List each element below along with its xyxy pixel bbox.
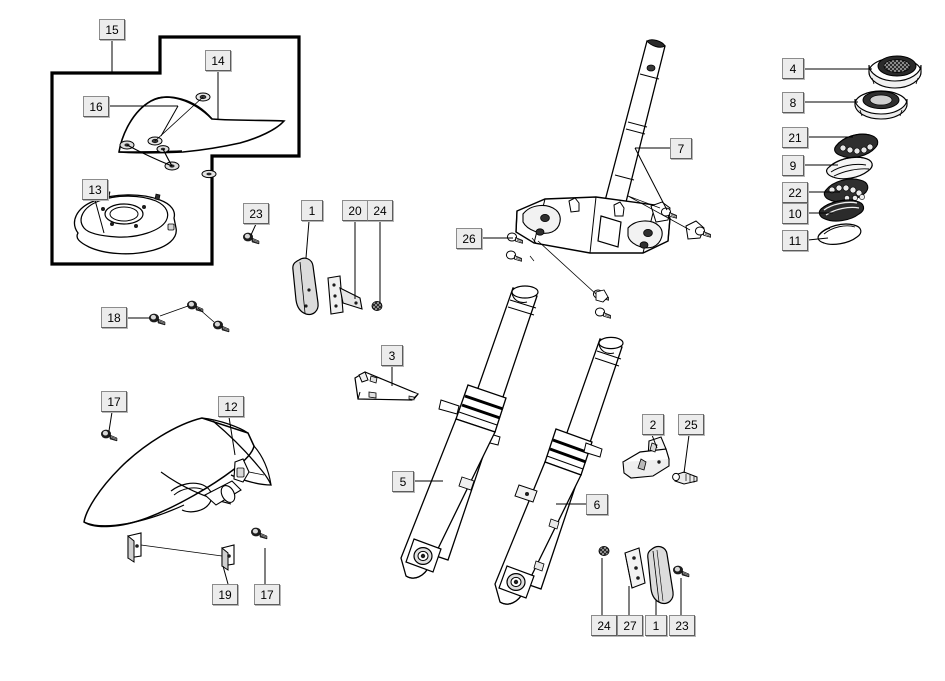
part-9-outer-race-upper [826, 156, 873, 180]
callout-label: 9 [789, 158, 797, 173]
callout-label: 25 [684, 417, 698, 432]
callout-label: 27 [623, 618, 637, 633]
callout-5-fork-leg-left[interactable]: 5 [392, 471, 414, 492]
callout-label: 12 [224, 399, 238, 414]
callout-label: 19 [218, 587, 232, 602]
part-25-screw [672, 471, 698, 485]
part-triple-clamp [515, 196, 671, 254]
callout-8-bearing-adjuster[interactable]: 8 [782, 92, 804, 113]
callout-label: 21 [788, 130, 802, 145]
callout-7-steering-stem[interactable]: 7 [670, 138, 692, 159]
callout-9-outer-race-upper[interactable]: 9 [782, 155, 804, 176]
callout-19-fender-bracket[interactable]: 19 [212, 584, 238, 605]
callout-label: 26 [462, 231, 476, 246]
part-8-bearing-adjuster [854, 90, 908, 120]
callout-label: 2 [649, 417, 657, 432]
callout-15-headlight-group[interactable]: 15 [99, 19, 125, 40]
part-26-clamp-bolts [505, 232, 611, 319]
callout-label: 18 [107, 310, 121, 325]
part-14-windscreen [118, 96, 286, 179]
callout-24-nut-lower[interactable]: 24 [591, 615, 617, 636]
part-23-screw-lower [672, 565, 690, 578]
callout-label: 14 [211, 53, 225, 68]
callout-label: 17 [260, 587, 274, 602]
callout-17-bolt-upper[interactable]: 17 [101, 391, 127, 412]
part-18-bolt-set [148, 300, 230, 333]
callout-22-ball-race-lower[interactable]: 22 [782, 182, 808, 203]
callout-3-fender-stay[interactable]: 3 [381, 345, 403, 366]
callout-label: 1 [652, 618, 660, 633]
callout-label: 8 [789, 95, 797, 110]
callout-16-grommet[interactable]: 16 [83, 96, 109, 117]
callout-label: 16 [89, 99, 103, 114]
part-19-fender-brackets [127, 532, 235, 571]
part-27-reflector-bracket [624, 547, 646, 589]
part-1-reflector-right [647, 545, 674, 605]
callout-17-bolt-lower[interactable]: 17 [254, 584, 280, 605]
part-12-front-fender [83, 417, 272, 528]
part-11-dust-seal [817, 223, 862, 245]
callout-26-clamp-bolt[interactable]: 26 [456, 228, 482, 249]
callout-20-bracket[interactable]: 20 [342, 200, 368, 221]
callout-2-cable-guide[interactable]: 2 [642, 414, 664, 435]
callout-10-outer-race-lower[interactable]: 10 [782, 203, 808, 224]
callout-27-reflector-bracket[interactable]: 27 [617, 615, 643, 636]
callout-label: 10 [788, 206, 802, 221]
callout-1-reflector-right[interactable]: 1 [645, 615, 667, 636]
callout-label: 20 [348, 203, 362, 218]
callout-18-bolt-set[interactable]: 18 [101, 307, 127, 328]
callout-23-screw-lower[interactable]: 23 [669, 615, 695, 636]
callout-label: 17 [107, 394, 121, 409]
callout-label: 22 [788, 185, 802, 200]
callout-label: 1 [308, 203, 316, 218]
part-5-fork-leg-left [400, 285, 539, 579]
callout-label: 15 [105, 22, 119, 37]
callout-label: 23 [249, 206, 263, 221]
part-16-grommets [147, 92, 211, 146]
callout-label: 5 [399, 474, 407, 489]
part-3-fender-stay [354, 371, 419, 401]
part-17-bolt-lower [250, 527, 268, 540]
callout-label: 4 [789, 61, 797, 76]
part-10-outer-race-lower [818, 199, 865, 222]
part-1-reflector-left [292, 257, 319, 316]
callout-25-screw[interactable]: 25 [678, 414, 704, 435]
callout-label: 3 [388, 348, 396, 363]
part-17-bolt-upper [100, 429, 118, 442]
callout-4-stem-nut[interactable]: 4 [782, 58, 804, 79]
callout-label: 11 [788, 233, 802, 248]
part-21-ball-race-upper [834, 133, 879, 159]
callout-13-headlight-housing[interactable]: 13 [82, 179, 108, 200]
part-13-headlight-housing [73, 190, 177, 255]
callout-label: 24 [373, 203, 387, 218]
part-2-cable-guide [622, 436, 670, 479]
leader-lines [94, 40, 872, 615]
part-22-ball-race-lower [823, 178, 869, 203]
callout-21-ball-race-upper[interactable]: 21 [782, 127, 808, 148]
callout-1-reflector-left[interactable]: 1 [301, 200, 323, 221]
callout-label: 23 [675, 618, 689, 633]
callout-6-fork-leg-right[interactable]: 6 [586, 494, 608, 515]
callout-14-windscreen[interactable]: 14 [205, 50, 231, 71]
part-24-nut-lower [598, 546, 610, 556]
part-7-steering-stem [600, 39, 666, 223]
callout-11-dust-seal[interactable]: 11 [782, 230, 808, 251]
callout-label: 6 [593, 497, 601, 512]
callout-24-nut-upper[interactable]: 24 [367, 200, 393, 221]
callout-12-front-fender[interactable]: 12 [218, 396, 244, 417]
callout-label: 7 [677, 141, 685, 156]
part-4-stem-nut [868, 55, 922, 89]
callout-label: 13 [88, 182, 102, 197]
part-6-fork-leg-right [494, 336, 624, 605]
callout-label: 24 [597, 618, 611, 633]
part-20-bracket [327, 275, 363, 315]
callout-23-screw-upper[interactable]: 23 [243, 203, 269, 224]
group-outline-15 [50, 35, 301, 266]
